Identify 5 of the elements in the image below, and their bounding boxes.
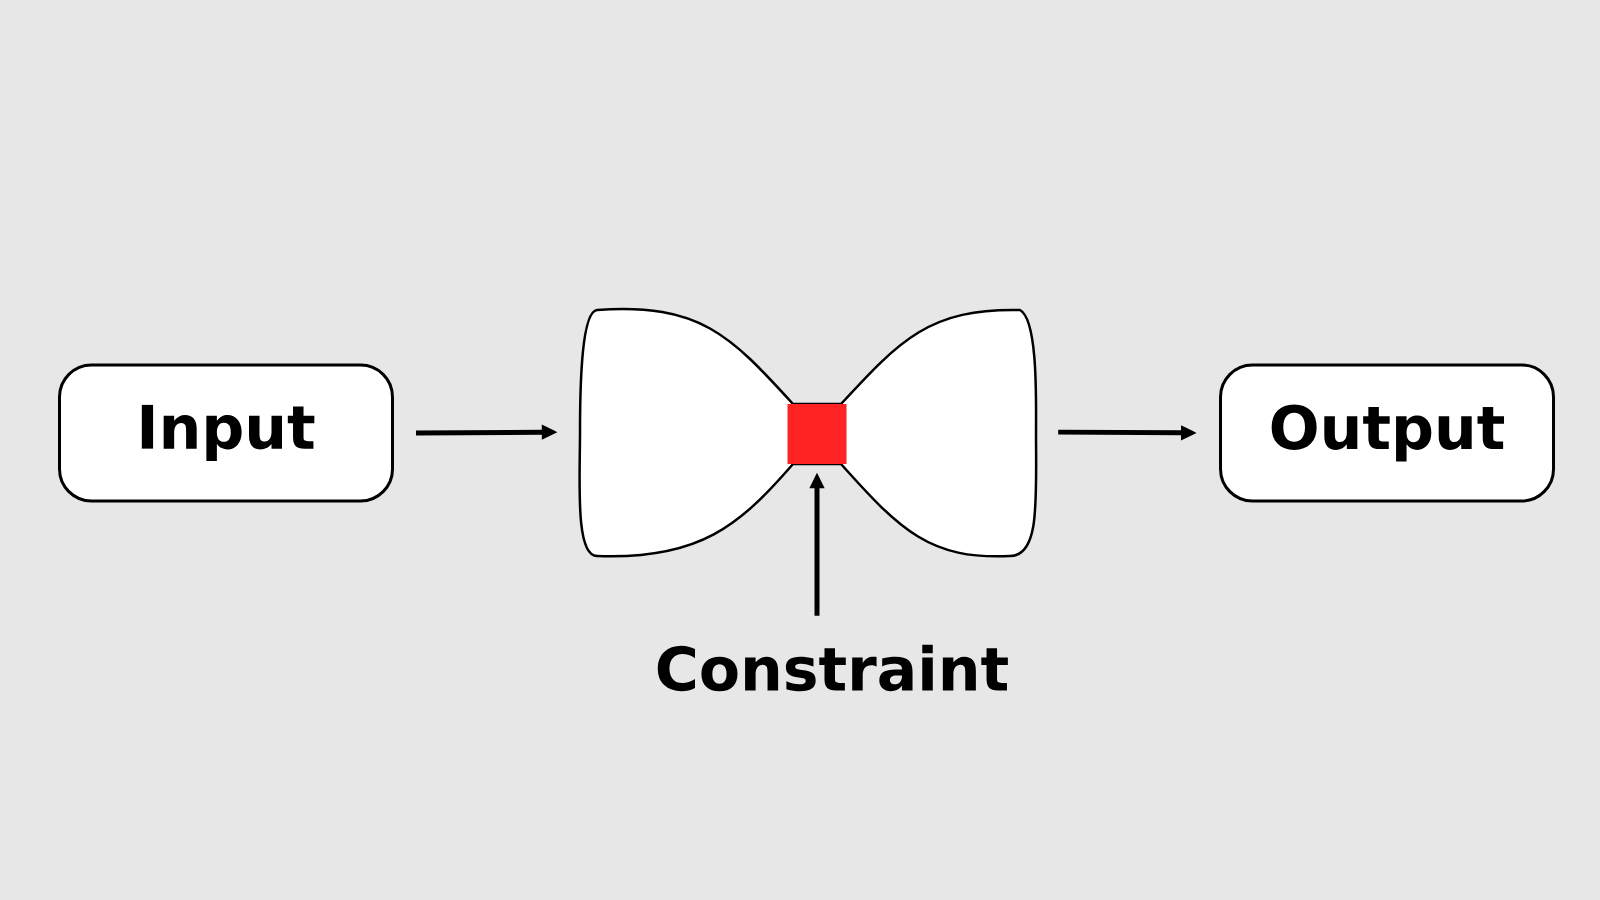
- output-box: Output: [1219, 363, 1555, 503]
- constraint-label: Constraint: [657, 644, 1008, 692]
- input-box: Input: [58, 363, 394, 503]
- constraint-square: [787, 404, 847, 464]
- bowtie-shape: [578, 307, 1038, 558]
